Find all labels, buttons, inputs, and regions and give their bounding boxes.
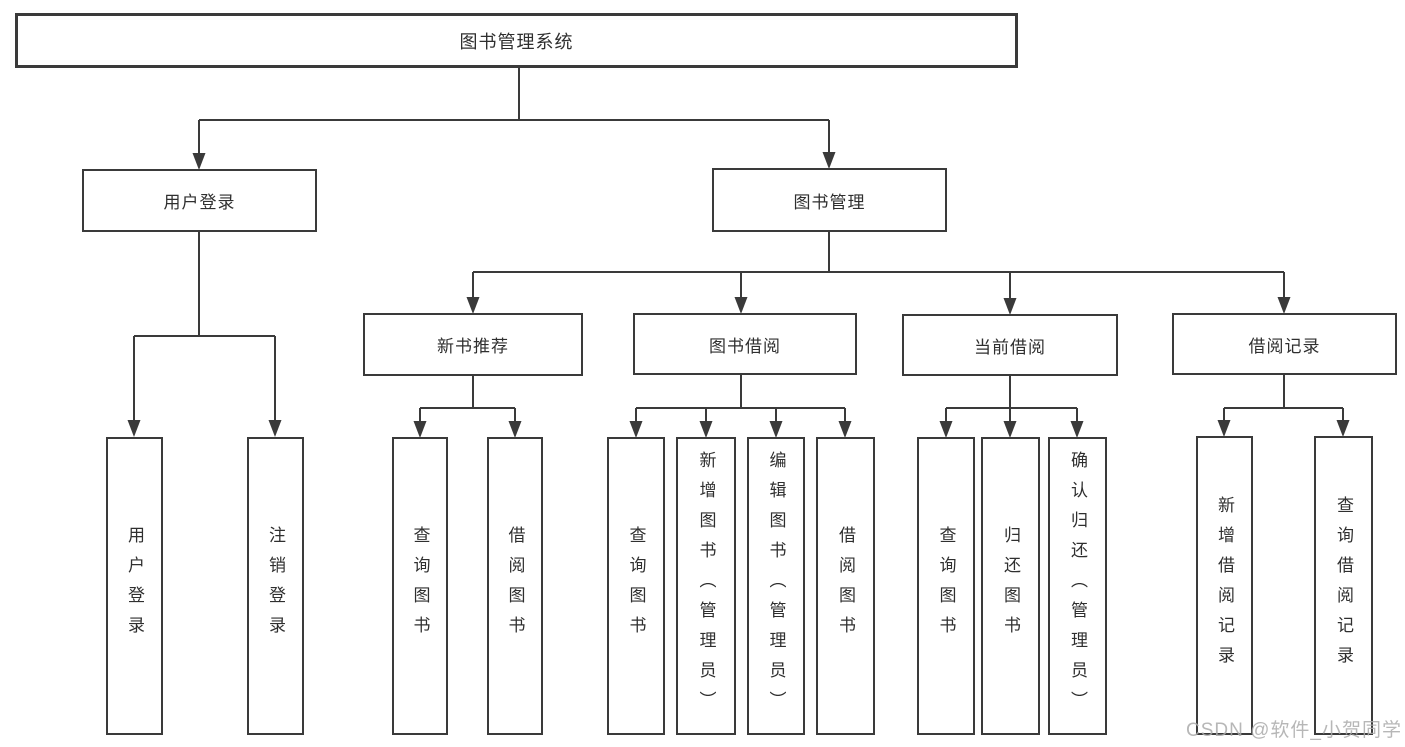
node-book-management: 图书管理 (712, 168, 947, 232)
leaf-newbook-query-books: 查询图书 (392, 437, 448, 735)
node-borrow-record: 借阅记录 (1172, 313, 1397, 375)
leaf-borrow-borrow-books: 借阅图书 (816, 437, 875, 735)
node-user-login: 用户登录 (82, 169, 317, 232)
csdn-watermark: CSDN @软件_小贺同学 (1186, 720, 1402, 741)
node-book-borrow: 图书借阅 (633, 313, 857, 375)
leaf-logout: 注销登录 (247, 437, 304, 735)
leaf-newbook-borrow-books: 借阅图书 (487, 437, 543, 735)
leaf-current-confirm-return-admin: 确认归还（管理员） (1048, 437, 1107, 735)
leaf-user-login: 用户登录 (106, 437, 163, 735)
leaf-borrow-query-books: 查询图书 (607, 437, 665, 735)
node-current-borrow: 当前借阅 (902, 314, 1118, 376)
node-new-book-recommend: 新书推荐 (363, 313, 583, 376)
leaf-current-return-books: 归还图书 (981, 437, 1040, 735)
leaf-current-query-books: 查询图书 (917, 437, 975, 735)
node-root: 图书管理系统 (15, 13, 1018, 68)
leaf-record-add-borrow-record: 新增借阅记录 (1196, 436, 1253, 735)
leaf-borrow-edit-books-admin: 编辑图书（管理员） (747, 437, 805, 735)
arrowheads (127, 152, 1350, 438)
leaf-record-query-borrow-record: 查询借阅记录 (1314, 436, 1373, 735)
leaf-borrow-add-books-admin: 新增图书（管理员） (676, 437, 736, 735)
